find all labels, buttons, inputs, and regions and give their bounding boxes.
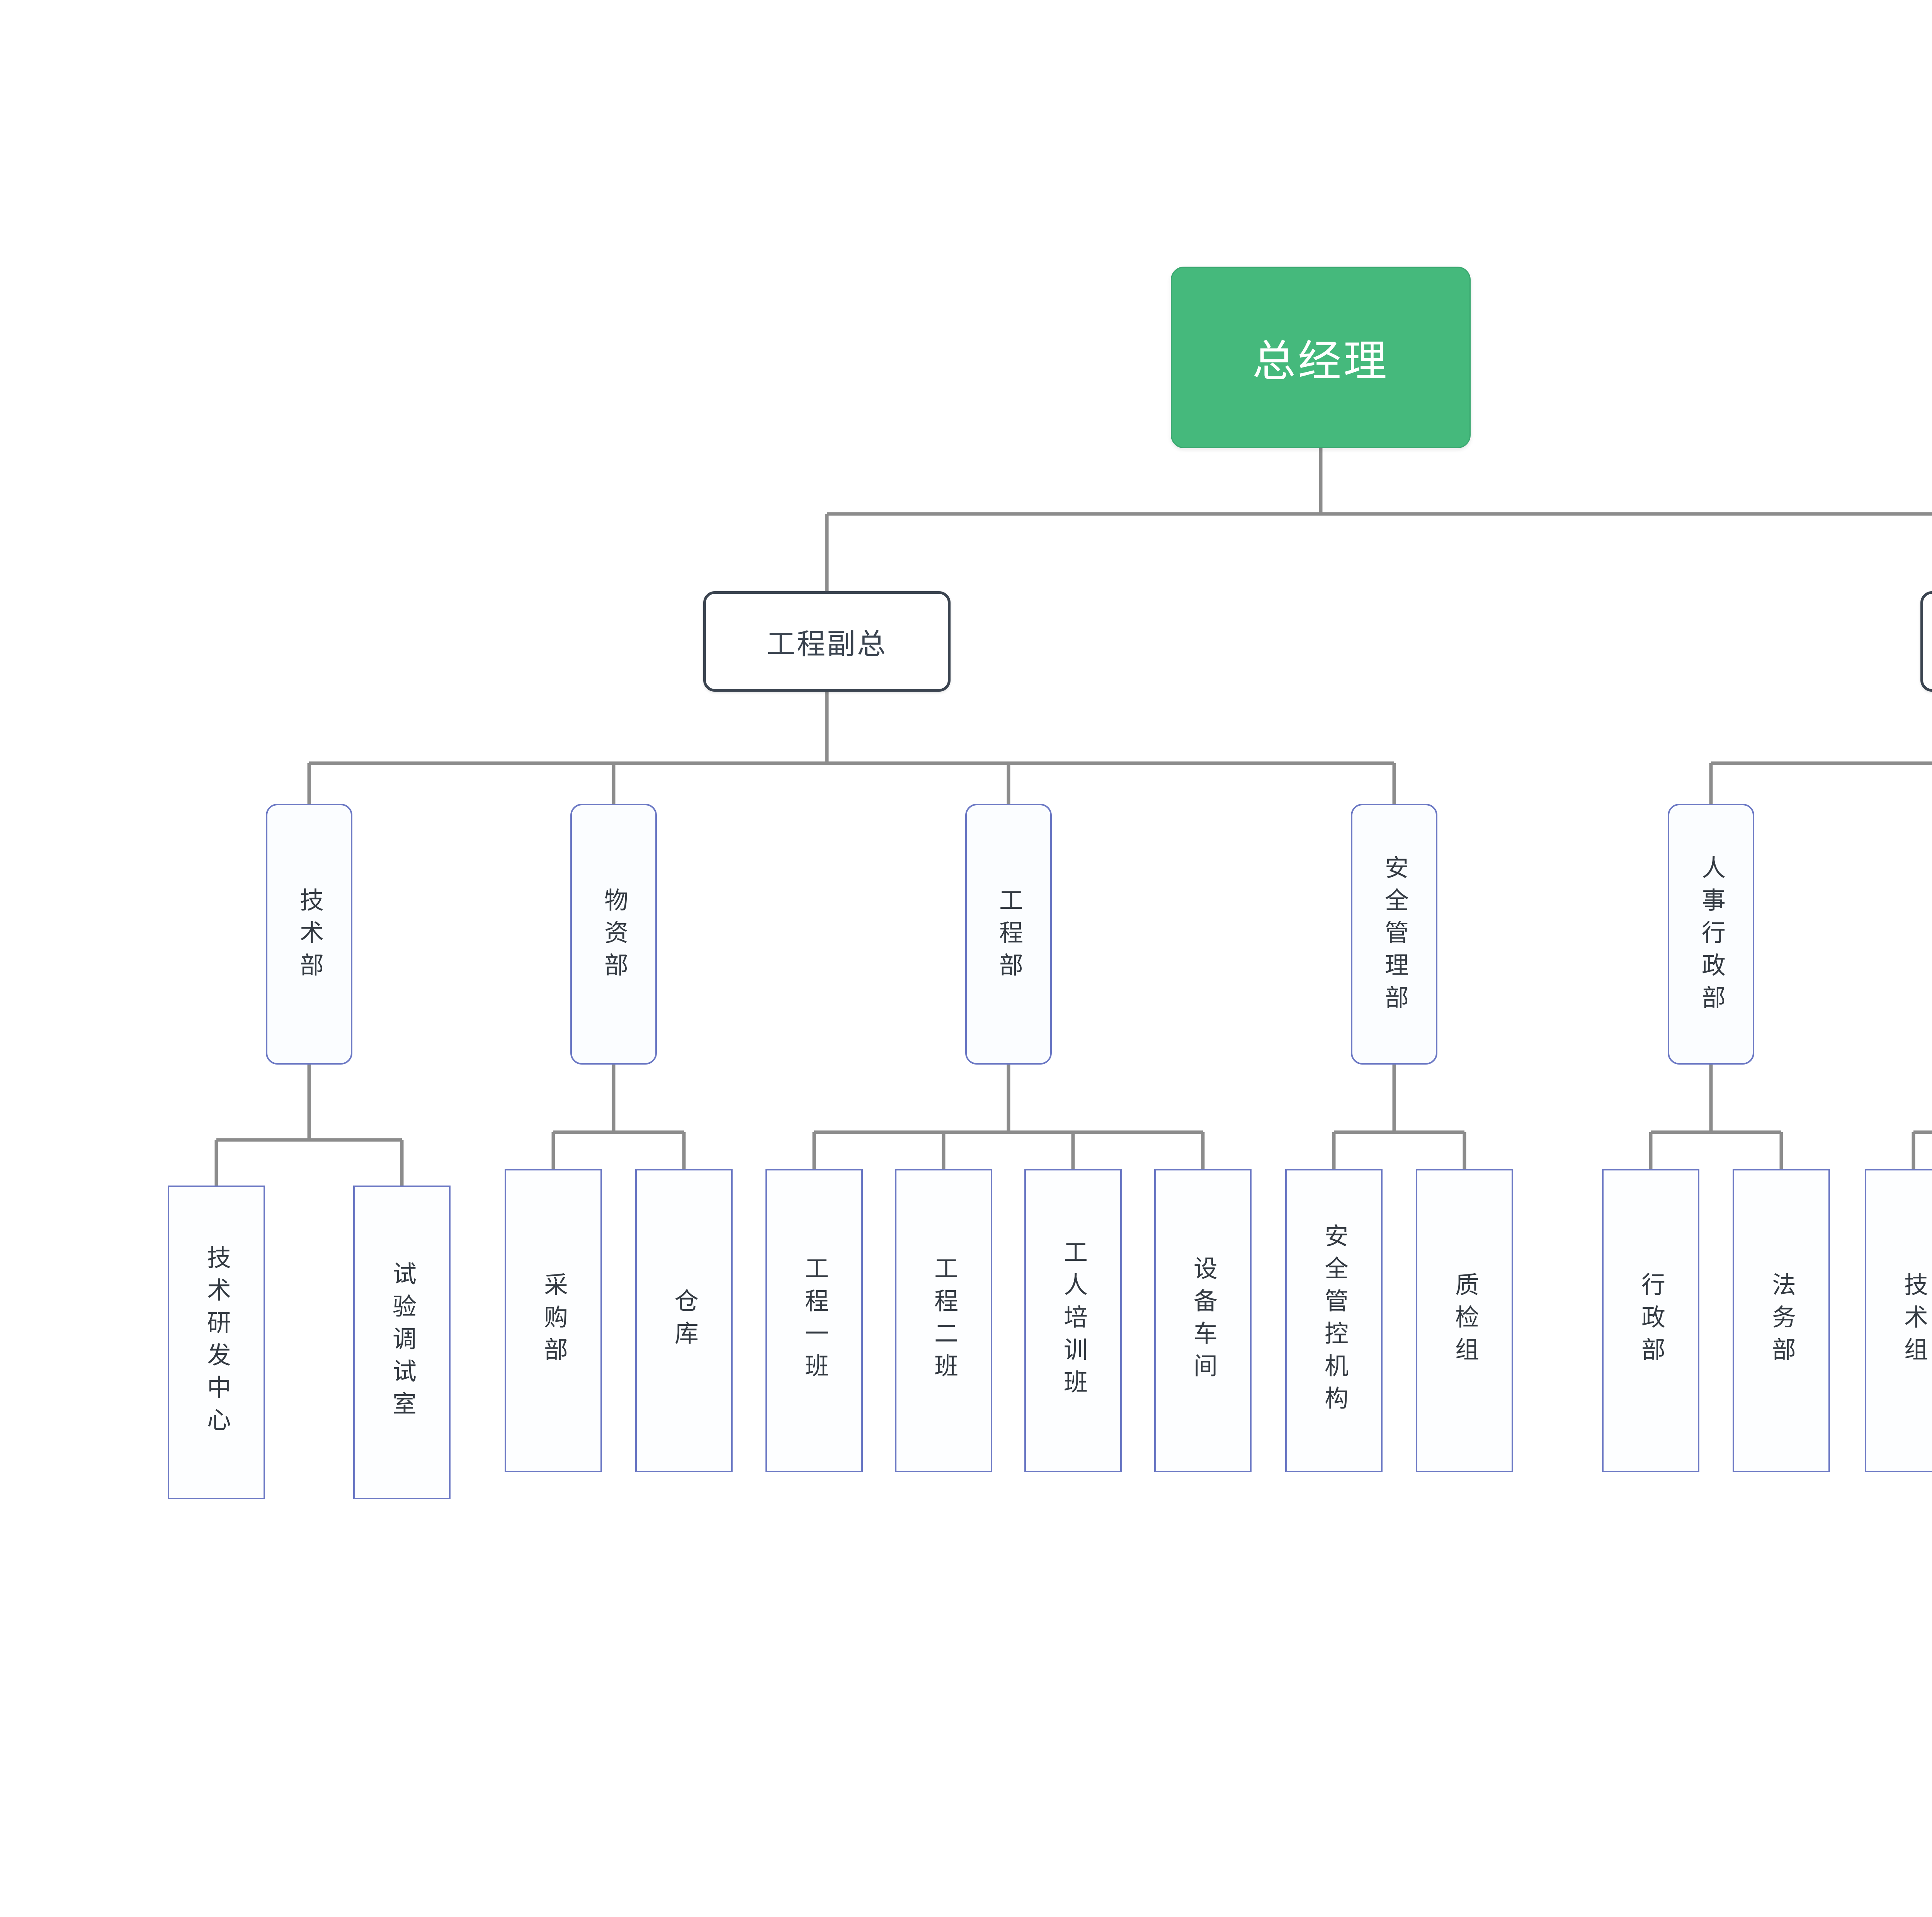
node-general-manager[interactable]: 总经理 bbox=[1171, 267, 1471, 448]
node-legal-affairs-department[interactable]: 法务部 bbox=[1733, 1169, 1830, 1472]
node-technical-group[interactable]: 技术组 bbox=[1865, 1169, 1932, 1472]
node-hr-administration-department[interactable]: 人事行政部 bbox=[1668, 804, 1754, 1065]
node-materials-department[interactable]: 物资部 bbox=[570, 804, 657, 1065]
node-technical-rd-center[interactable]: 技术研发中心 bbox=[168, 1186, 265, 1499]
node-procurement-department[interactable]: 采购部 bbox=[505, 1169, 602, 1472]
node-engineering-vp[interactable]: 工程副总 bbox=[703, 591, 951, 692]
node-equipment-workshop[interactable]: 设备车间 bbox=[1154, 1169, 1252, 1472]
node-engineering-team-two[interactable]: 工程二班 bbox=[895, 1169, 992, 1472]
node-technical-department[interactable]: 技术部 bbox=[266, 804, 352, 1065]
node-administrative-vp[interactable]: 行政副总 bbox=[1920, 591, 1932, 692]
node-worker-training-class[interactable]: 工人培训班 bbox=[1024, 1169, 1122, 1472]
node-test-commissioning-room[interactable]: 试验调试室 bbox=[353, 1186, 451, 1499]
node-safety-management-department[interactable]: 安全管理部 bbox=[1351, 804, 1437, 1065]
node-administration-department[interactable]: 行政部 bbox=[1602, 1169, 1699, 1472]
node-safety-control-organization[interactable]: 安全管控机构 bbox=[1285, 1169, 1383, 1472]
node-quality-inspection-group[interactable]: 质检组 bbox=[1416, 1169, 1513, 1472]
node-engineering-team-one[interactable]: 工程一班 bbox=[765, 1169, 863, 1472]
node-warehouse[interactable]: 仓库 bbox=[635, 1169, 733, 1472]
node-engineering-department[interactable]: 工程部 bbox=[965, 804, 1052, 1065]
